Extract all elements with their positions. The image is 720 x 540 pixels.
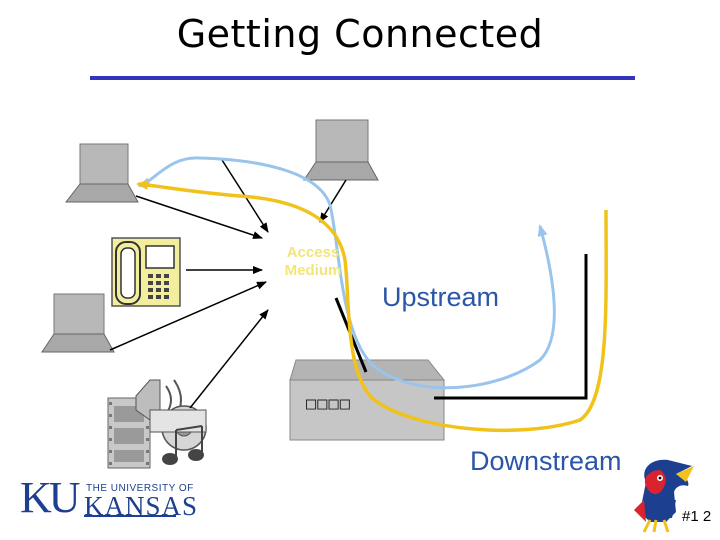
slide-title: Getting Connected [176, 12, 544, 56]
access-medium-label: Access Medium [268, 244, 358, 280]
computer-icon-top-center [303, 119, 379, 181]
logo-kansas-text: KANSAS [84, 491, 199, 521]
modem-lights: □□□□ [306, 394, 351, 414]
logo-divider [84, 515, 176, 517]
computer-icon-left-top [64, 143, 139, 203]
title-underline [90, 76, 635, 80]
upstream-path-right [375, 224, 556, 390]
downstream-path [136, 179, 608, 433]
downstream-label: Downstream [470, 446, 622, 476]
page-number: #1 2 [682, 508, 712, 525]
computer-icon-left-bottom [41, 293, 115, 353]
upstream-path [138, 156, 377, 370]
upstream-label: Upstream [382, 282, 500, 312]
ku-logo-mark: KU [20, 473, 81, 522]
access-medium-text: Access Medium [284, 244, 342, 279]
jayhawk-icon [634, 459, 694, 533]
multimedia-icon [107, 379, 207, 469]
telephone-icon [111, 237, 181, 307]
logo-university-text: THE UNIVERSITY OF [86, 483, 194, 494]
connection-arrows [109, 159, 347, 409]
